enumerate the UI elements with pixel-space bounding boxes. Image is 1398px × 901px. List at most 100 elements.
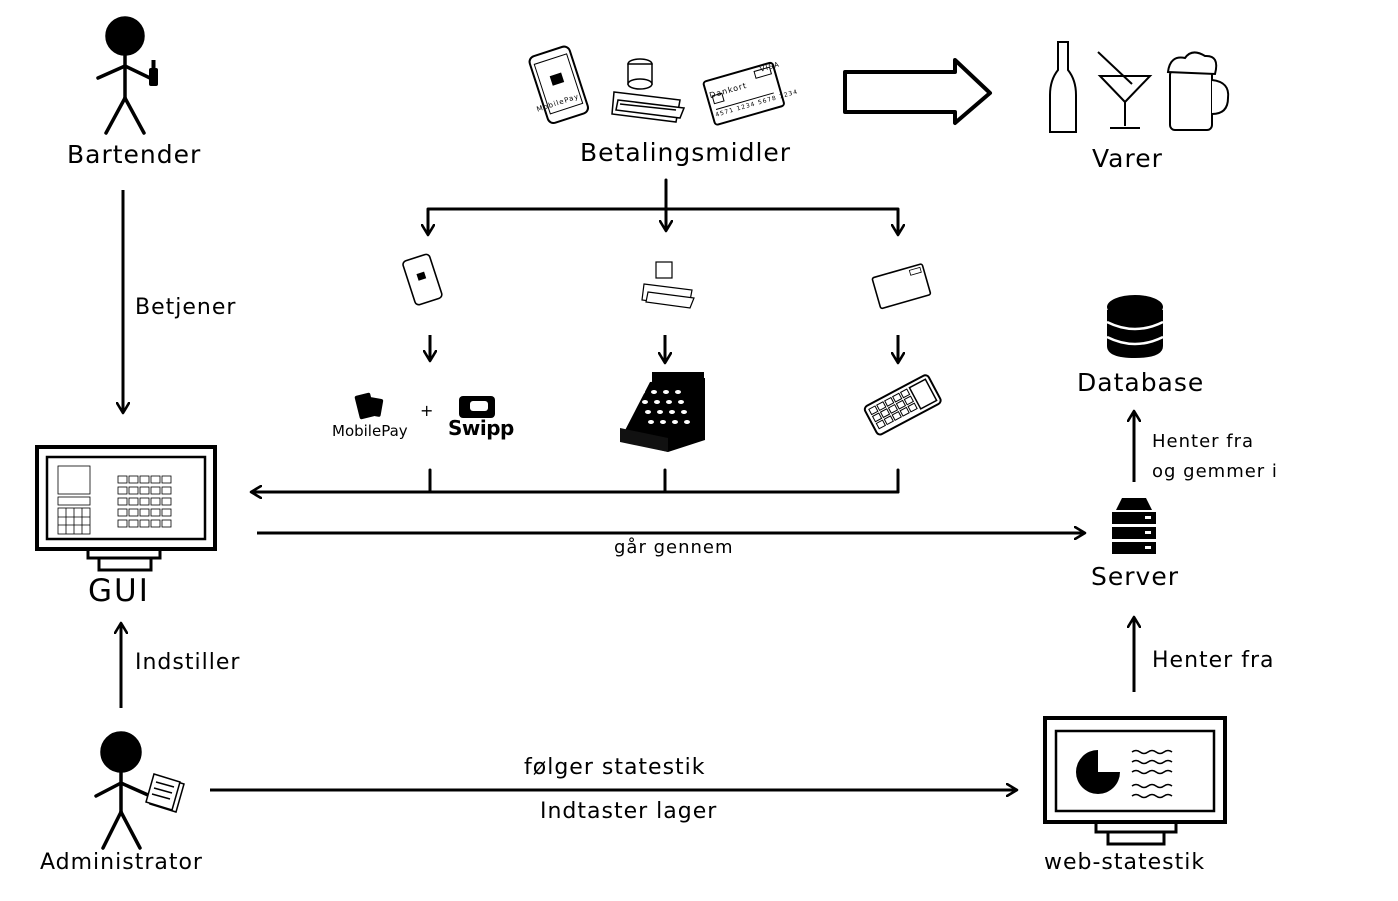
webstats-monitor-icon (1043, 716, 1227, 846)
server-icon (1112, 498, 1156, 554)
gui-key (161, 497, 172, 506)
register-key (678, 400, 684, 404)
gui-key (139, 508, 150, 517)
gui-key (150, 519, 161, 528)
mobilepay-phone-small-icon (402, 253, 443, 306)
register-key (663, 390, 669, 394)
cash-stack-small-icon (641, 261, 695, 309)
terminal-key (879, 408, 891, 419)
mobilepay-logo-icon (354, 392, 384, 420)
terminal-key (899, 406, 910, 417)
terminal-key (892, 392, 903, 403)
register-key (657, 410, 663, 414)
bartender-figure (96, 16, 152, 135)
register-key (681, 410, 687, 414)
payment-split-connector (426, 178, 900, 211)
gui-key (150, 497, 161, 506)
gui-key (117, 519, 128, 528)
gui-key (117, 486, 128, 495)
terminal-key (903, 395, 915, 406)
terminal-key (895, 399, 907, 410)
terminal-key (899, 388, 911, 399)
server-label: Server (1091, 562, 1179, 591)
register-key (654, 400, 660, 404)
gui-key (128, 497, 139, 506)
gui-label: GUI (88, 573, 150, 609)
indstiller-label: Indstiller (135, 650, 241, 675)
register-key (645, 410, 651, 414)
web-statestik-label: web-statestik (1044, 850, 1206, 875)
administrator-figure (94, 731, 150, 850)
varer-label: Varer (1092, 144, 1163, 173)
papers-icon (145, 773, 185, 813)
betalingsmidler-label: Betalingsmidler (580, 138, 792, 167)
foelger-statestik-label: følger statestik (524, 755, 706, 780)
gui-key (150, 475, 161, 484)
terminal-key (868, 405, 879, 416)
database-icon (1106, 295, 1164, 358)
gui-key (117, 497, 128, 506)
register-key (666, 400, 672, 404)
beer-bottle-icon (149, 60, 158, 86)
gui-key (161, 508, 172, 517)
beer-bottle-goods-icon (1049, 41, 1077, 133)
gaar-gennem-label: går gennem (614, 537, 734, 558)
register-key (684, 420, 690, 424)
gui-key (117, 475, 128, 484)
betjener-label: Betjener (135, 295, 237, 320)
register-key (648, 420, 654, 424)
bartender-label: Bartender (67, 140, 202, 169)
henter-fra-db-line1: Henter fra (1152, 431, 1255, 452)
gui-key (128, 519, 139, 528)
terminal-key (907, 402, 918, 413)
henter-fra-label: Henter fra (1152, 648, 1275, 673)
cash-stack-icon (611, 58, 686, 123)
register-key (660, 420, 666, 424)
gui-key (161, 486, 172, 495)
register-key (642, 400, 648, 404)
gui-key (150, 508, 161, 517)
gui-key (139, 486, 150, 495)
terminal-key (875, 419, 887, 430)
gui-key (150, 486, 161, 495)
payment-merge-connector (260, 468, 900, 494)
goods-arrow (843, 58, 992, 125)
register-key (669, 410, 675, 414)
gui-key (117, 508, 128, 517)
gui-key (128, 486, 139, 495)
henter-fra-db-line2: og gemmer i (1152, 461, 1278, 482)
beer-mug-icon (1166, 51, 1230, 131)
register-key (672, 420, 678, 424)
plus-label: + (420, 401, 434, 420)
terminal-key (884, 396, 895, 407)
gui-monitor-icon (35, 445, 217, 572)
terminal-key (891, 411, 902, 421)
terminal-key (883, 415, 894, 426)
dankort-card-icon (702, 61, 785, 126)
mobilepay-phone-icon (528, 45, 590, 125)
register-key (651, 390, 657, 394)
gui-key (161, 519, 172, 528)
card-terminal-icon (863, 374, 942, 436)
terminal-key (876, 401, 887, 412)
administrator-label: Administrator (40, 850, 203, 875)
cash-register-icon (620, 372, 705, 452)
indtaster-lager-label: Indtaster lager (540, 799, 718, 824)
database-label: Database (1077, 368, 1205, 397)
gui-key (128, 508, 139, 517)
gui-key (139, 475, 150, 484)
register-key (639, 390, 645, 394)
dankort-card-small-icon (871, 263, 932, 310)
register-key (675, 390, 681, 394)
gui-key (128, 475, 139, 484)
gui-key (161, 475, 172, 484)
mobilepay-label: MobilePay (332, 422, 408, 440)
gui-key (139, 519, 150, 528)
swipp-label: Swipp (448, 416, 514, 440)
cocktail-glass-icon (1097, 51, 1153, 129)
swipp-logo-icon (459, 396, 495, 418)
terminal-key (871, 412, 883, 423)
terminal-key (887, 403, 899, 414)
gui-key (139, 497, 150, 506)
